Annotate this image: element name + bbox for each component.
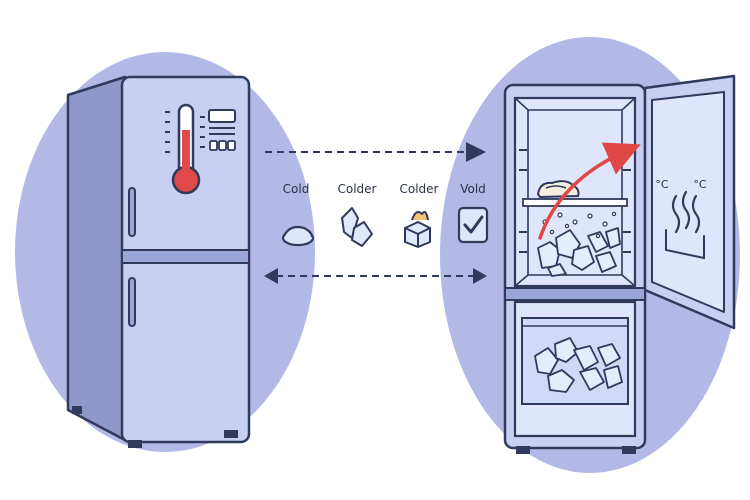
checkmark-icon [457,206,489,244]
control-panel [208,109,236,151]
fridge-side-panel [66,75,127,442]
lower-door-handle [128,277,136,327]
stage-label-cold: Cold [282,182,310,196]
bottom-double-arrow [264,268,487,284]
ice-cube-icon [404,211,431,248]
ice-crystal-icon [341,207,373,247]
door-temp-unit-left: °C [655,178,669,191]
fridge-foot [516,446,530,454]
airflow-arrow [538,142,641,240]
stage-label-vold: Vold [460,182,486,196]
fridge-foot [72,406,82,414]
stage-label-colder-1: Colder [337,182,377,196]
fridge-divider [121,249,250,264]
upper-door-handle [128,187,136,237]
thermometer-scale [165,111,205,153]
closed-refrigerator [66,75,251,448]
fridge-foot [224,430,238,438]
heat-waves-icon [665,190,705,260]
ice-pile [537,227,621,277]
fridge-shelf [522,198,628,207]
freezer-ice-pile [534,337,623,393]
stage-label-colder-2: Colder [399,182,439,196]
cold-puck-icon [281,225,315,247]
fridge-foot [622,446,636,454]
fridge-foot [128,440,142,448]
fridge-divider [504,287,646,301]
door-temp-unit-right: °C [693,178,707,191]
thermometer-icon [171,103,201,195]
open-refrigerator [503,74,736,454]
door-inner-panel [651,91,725,313]
